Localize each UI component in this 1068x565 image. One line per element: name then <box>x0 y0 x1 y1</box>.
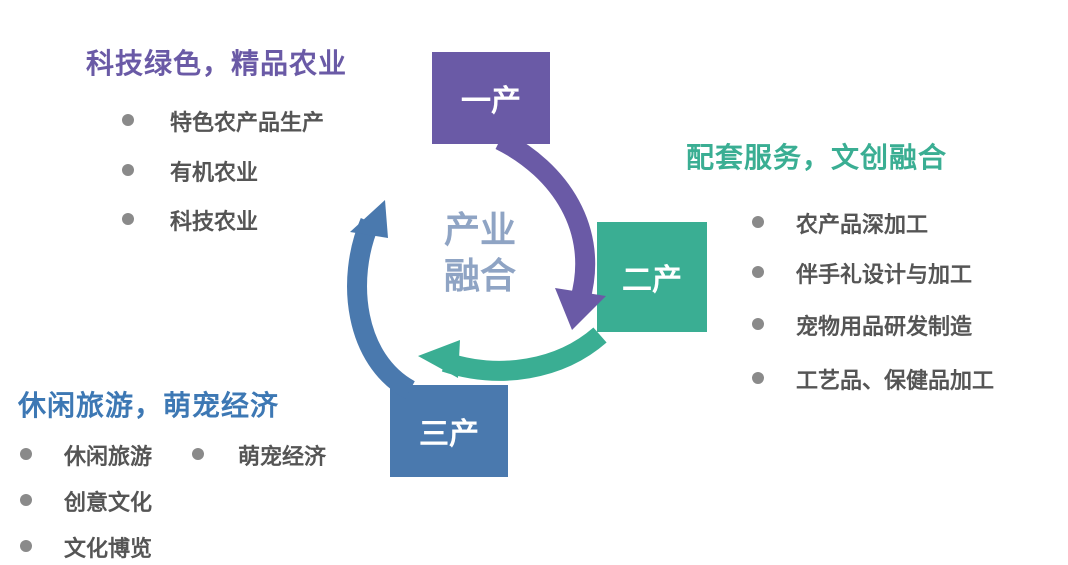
secondary-item: 工艺品、保健品加工 <box>796 369 995 394</box>
primary-industry-box: 一产 <box>432 52 550 144</box>
tertiary-industry-box: 三产 <box>390 385 508 477</box>
tertiary-item: 萌宠经济 <box>238 445 327 470</box>
bullet-dot <box>20 494 32 506</box>
center-title-line2: 融合 <box>443 256 516 297</box>
secondary-item: 伴手礼设计与加工 <box>796 263 973 288</box>
secondary-industry-box: 二产 <box>597 222 707 332</box>
primary-item: 特色农产品生产 <box>170 111 325 136</box>
tertiary-heading: 休闲旅游，萌宠经济 <box>18 389 280 422</box>
blue-arrowhead <box>350 200 388 238</box>
bullet-dot <box>122 114 134 126</box>
bullet-dot <box>192 448 204 460</box>
bullet-dot <box>20 540 32 552</box>
secondary-item: 宠物用品研发制造 <box>796 315 973 340</box>
primary-item: 科技农业 <box>170 210 259 235</box>
tertiary-item: 创意文化 <box>64 491 153 516</box>
bullet-dot <box>752 266 764 278</box>
primary-heading: 科技绿色，精品农业 <box>86 47 348 80</box>
green-arrowhead <box>418 340 460 378</box>
primary-item: 有机农业 <box>170 161 259 186</box>
bullet-dot <box>752 216 764 228</box>
center-title: 产业 融合 <box>430 208 530 300</box>
tertiary-item: 休闲旅游 <box>64 445 153 470</box>
secondary-industry-label: 二产 <box>622 263 682 298</box>
bullet-dot <box>20 448 32 460</box>
secondary-heading: 配套服务，文创融合 <box>686 141 948 174</box>
bullet-dot <box>122 164 134 176</box>
purple-arrowhead <box>555 288 606 330</box>
blue-arrow <box>347 218 416 399</box>
tertiary-item: 文化博览 <box>64 537 153 562</box>
bullet-dot <box>752 318 764 330</box>
purple-arrow <box>495 131 596 303</box>
secondary-item: 农产品深加工 <box>796 213 929 238</box>
green-arrow <box>441 327 607 381</box>
primary-industry-label: 一产 <box>461 84 521 119</box>
center-title-line1: 产业 <box>443 210 516 251</box>
bullet-dot <box>752 372 764 384</box>
tertiary-industry-label: 三产 <box>419 417 479 452</box>
bullet-dot <box>122 213 134 225</box>
